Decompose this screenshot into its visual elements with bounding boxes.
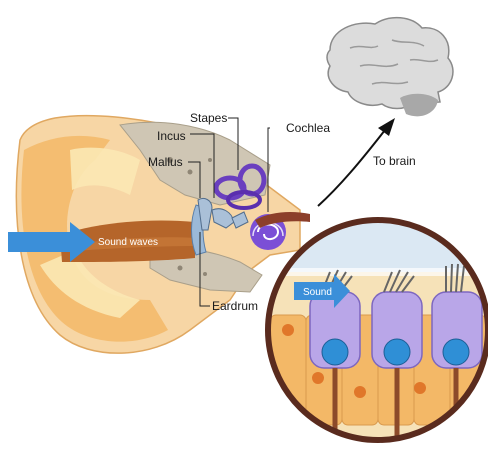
to-brain-arrow [318,130,385,206]
eardrum-label: Eardrum [212,299,258,313]
brain-icon [327,18,453,117]
hair-cells-inset [266,218,488,442]
sound-waves-label: Sound waves [98,237,158,248]
incus-label: Incus [157,129,186,143]
to-brain-label: To brain [373,154,416,168]
cochlea-label: Cochlea [286,121,330,135]
stapes-label: Stapes [190,111,227,125]
sound-label: Sound [303,287,332,298]
mallus-label: Mallus [148,155,183,169]
